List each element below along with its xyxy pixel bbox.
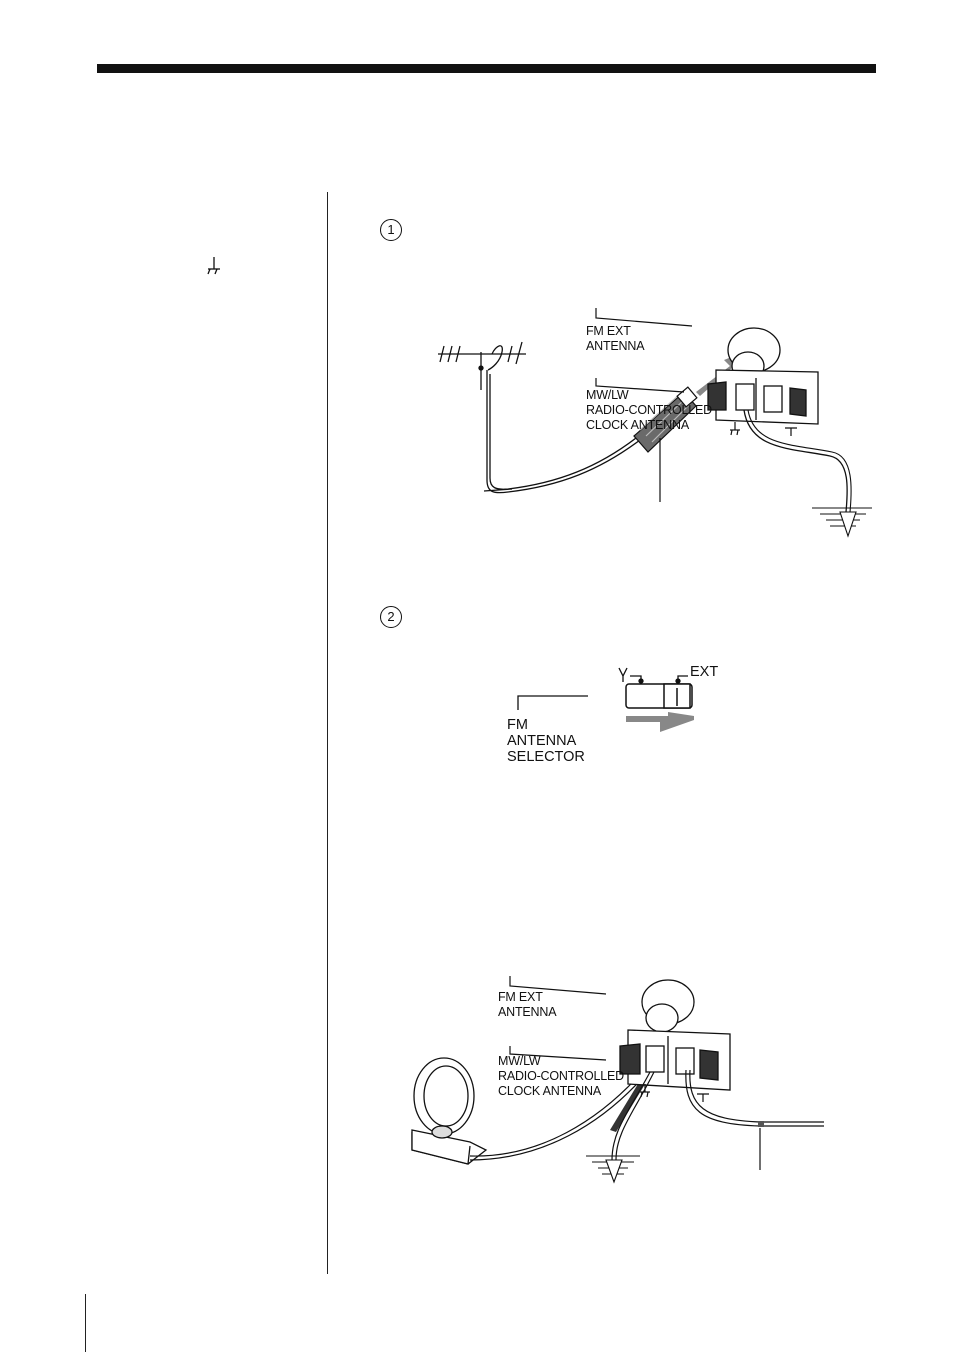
header-rule [97,64,876,73]
ground-stake-icon [812,507,872,538]
ground-stake-icon [586,1155,640,1184]
fm-ext-antenna-label: FM EXT ANTENNA [586,324,645,353]
terminal-block [707,369,819,425]
fm-ext-antenna-label-2: FM EXT ANTENNA [498,990,557,1019]
terminal-block [619,1029,731,1091]
antenna-selector-switch [625,683,693,709]
connector-plug [633,386,698,453]
loop-antenna-icon [411,1057,488,1165]
ext-label: EXT [690,664,719,680]
step-1-marker: 1 [380,219,402,241]
mw-lw-antenna-label-2: MW/LW RADIO-CONTROLLED CLOCK ANTENNA [498,1054,624,1098]
column-divider [327,192,328,1274]
mw-lw-antenna-label: MW/LW RADIO-CONTROLLED CLOCK ANTENNA [586,388,712,432]
figure-2-illustration [517,667,694,732]
figure-1-illustration [438,308,872,538]
antenna-icon [438,341,641,494]
step-2-marker: 2 [380,606,402,628]
footer-divider [85,1294,86,1352]
figure-3-illustration [411,976,824,1184]
ground-icon [207,257,220,275]
fm-antenna-selector-label: FM ANTENNA SELECTOR [507,717,585,765]
arrow-icon [626,712,694,732]
